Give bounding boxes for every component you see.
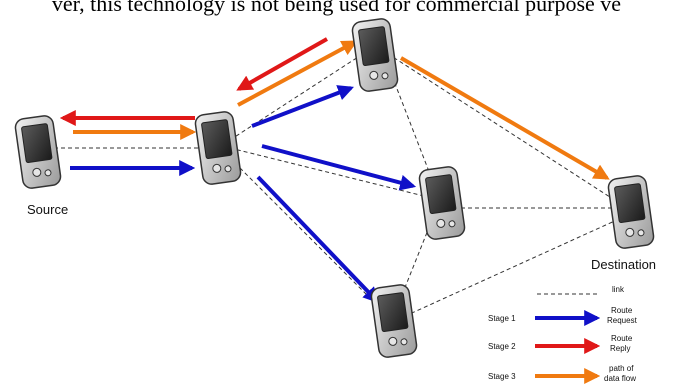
links: [40, 47, 631, 323]
reply-arrow-to-n1: [236, 37, 328, 91]
link-n1-mid: [229, 147, 441, 201]
node-device-icon: [350, 16, 400, 94]
page-text-fragment: ver, this technology is not being used f…: [51, 0, 622, 16]
data-arrow-n1-top: [237, 40, 358, 107]
legend-stage3-desc-2: data flow: [604, 374, 636, 383]
devices: [13, 16, 656, 360]
node-device-icon: [417, 164, 467, 242]
link-n1-top: [229, 47, 373, 141]
source-label: Source: [27, 202, 68, 217]
legend: link Stage 1 Route Request Stage 2 Route…: [488, 285, 638, 384]
legend-stage1-desc-1: Route: [611, 306, 633, 315]
legend-stage3-desc-1: path of: [609, 364, 634, 373]
legend-stage2-desc-1: Route: [611, 334, 633, 343]
legend-stage2-label: Stage 2: [488, 342, 516, 351]
link-top-dest: [381, 49, 631, 211]
destination-label: Destination: [591, 257, 656, 272]
legend-stage1-label: Stage 1: [488, 314, 516, 323]
legend-stage2-desc-2: Reply: [610, 344, 630, 353]
node-device-icon: [369, 282, 419, 360]
request-arrow-n1-top: [251, 85, 354, 128]
legend-stage3-label: Stage 3: [488, 372, 516, 381]
request-arrow-n1-mid: [261, 144, 417, 191]
request-arrow-n1-bottom: [256, 175, 380, 304]
data-arrow-top-dest: [399, 56, 610, 180]
link-bottom-dest: [391, 213, 631, 323]
source-device-icon: [13, 113, 63, 191]
node-device-icon: [193, 109, 243, 187]
arrows: [59, 37, 610, 304]
legend-stage1-desc-2: Request: [607, 316, 638, 325]
destination-device-icon: [606, 173, 656, 251]
legend-link-label: link: [612, 285, 625, 294]
